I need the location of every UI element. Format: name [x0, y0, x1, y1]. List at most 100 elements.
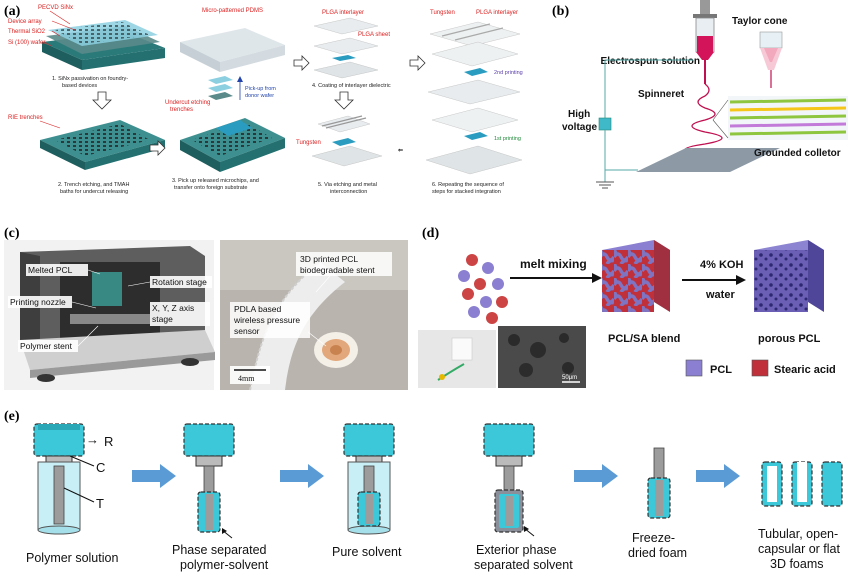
- label-rie: RIE trenches: [8, 115, 43, 121]
- label-pickup-1: Pick-up from: [245, 86, 276, 92]
- flow-arrow-2: [280, 464, 324, 488]
- label-pickup-2: donor wafer: [245, 93, 274, 99]
- legend-pcl: PCL: [710, 364, 732, 376]
- label-plga-sheet: PLGA sheet: [358, 32, 390, 38]
- label-undercut-2: trenches: [170, 107, 193, 113]
- device-stack-1: [42, 20, 165, 70]
- label-melted: Melted PCL: [28, 265, 73, 275]
- trenched-chip: [40, 120, 165, 170]
- label-undercut-1: Undercut etching: [165, 100, 210, 106]
- molecule-mix: [458, 254, 508, 324]
- panel-e: (e) → R C T Polymer solution Phase separ…: [0, 402, 850, 582]
- voltage-source: [598, 117, 612, 131]
- flow-arrow-3: [574, 464, 618, 488]
- collector-plate: [636, 148, 780, 172]
- stage-polymer-solution: [33, 423, 85, 535]
- arrow-melt: [592, 273, 602, 283]
- lifted-chip: [208, 76, 233, 100]
- label-thermal: Thermal SiO2: [8, 29, 46, 35]
- label-collector: Grounded colletor: [754, 148, 841, 159]
- caption-6-line2: capsular or flat: [758, 542, 841, 556]
- arrow-right-1: [293, 55, 310, 71]
- label-tungsten-2: Tungsten: [430, 10, 455, 16]
- label-pdla-1: PDLA based: [234, 304, 282, 314]
- step5-line2: interconnection: [330, 189, 367, 195]
- arrow-double: ⇐: [398, 148, 403, 154]
- step1-line2: based devices: [62, 83, 97, 89]
- panel-c: (c) Melted PCL Rotation stage Printing n…: [0, 222, 410, 400]
- label-nozzle: Printing nozzle: [10, 297, 66, 307]
- panel-e-label: (e): [4, 409, 20, 424]
- label-tungsten-1: Tungsten: [296, 140, 321, 146]
- step4-line1: 4. Coating of interlayer dielectric: [312, 83, 391, 89]
- arrow-koh: [736, 275, 746, 285]
- caption-1: Polymer solution: [26, 551, 118, 565]
- porous-cube: [754, 240, 824, 312]
- step1-line1: 1. SiNx passivation on foundry-: [52, 76, 128, 82]
- caption-5-line2: dried foam: [628, 546, 687, 560]
- undercut-chip: [180, 118, 285, 172]
- stage-phase-separated: [183, 423, 235, 533]
- label-device-array: Device array: [8, 19, 42, 25]
- label-si-wafer: Si (100) wafer: [8, 40, 45, 46]
- caption-6-line1: Tubular, open-: [758, 527, 838, 541]
- label-plga-interlayer-2: PLGA interlayer: [476, 10, 518, 16]
- label-spinneret: Spinneret: [638, 89, 685, 100]
- label-pdla-3: sensor: [234, 326, 260, 336]
- step3-line2: transfer onto foreign substrate: [174, 185, 247, 191]
- step6-stack: [425, 21, 523, 175]
- label-printed-1: 3D printed PCL: [300, 254, 358, 264]
- step3-line1: 3. Pick up released microchips, and: [172, 178, 259, 184]
- label-porous: porous PCL: [758, 333, 821, 345]
- blend-cube: [602, 240, 670, 312]
- step2-line2: baths for undercut releasing: [60, 189, 128, 195]
- step2-line1: 2. Trench etching, and TMAH: [58, 182, 129, 188]
- arrow-down-2: [334, 91, 354, 110]
- taylor-cone: [759, 31, 783, 88]
- label-water: water: [705, 289, 735, 301]
- label-solution: Electrospun solution: [601, 56, 700, 67]
- label-rotation: Rotation stage: [152, 277, 207, 287]
- label-plga-interlayer-1: PLGA interlayer: [322, 10, 364, 16]
- step6-line1: 6. Repeating the sequence of: [432, 182, 504, 188]
- arrow-down-1: [92, 91, 112, 110]
- stage-foams: [761, 461, 843, 507]
- label-koh: 4% KOH: [700, 259, 743, 271]
- photo-sample: [418, 330, 496, 388]
- caption-2-line2: polymer-solvent: [180, 558, 269, 572]
- step5-stack: [311, 115, 383, 167]
- legend-sa: Stearic acid: [774, 364, 836, 376]
- label-stent: Polymer stent: [20, 341, 73, 351]
- label-xyz-2: stage: [152, 314, 173, 324]
- label-blend: PCL/SA blend: [608, 333, 680, 345]
- panel-b: (b) Electrospun solution Taylor cone Spi…: [548, 0, 850, 212]
- stage-exterior-phase: [483, 423, 535, 533]
- legend-sa-swatch: [751, 359, 769, 377]
- label-printed-2: biodegradable stent: [300, 265, 375, 275]
- label-scale: 4mm: [238, 374, 255, 383]
- step4-stack: [313, 17, 379, 79]
- flow-arrow-4: [696, 464, 740, 488]
- caption-2-line1: Phase separated: [172, 543, 267, 557]
- sem-image: [498, 326, 586, 388]
- fibers: [728, 96, 848, 140]
- label-sem-scale: 50μm: [562, 375, 577, 381]
- label-melt: melt mixing: [520, 257, 587, 271]
- stage-pure-solvent: [343, 423, 395, 535]
- label-print2: 2nd printing: [494, 70, 523, 76]
- arrow-r: →: [86, 432, 99, 447]
- caption-5-line1: Freeze-: [632, 531, 675, 545]
- panel-c-label: (c): [4, 226, 20, 241]
- pdms-block: [180, 28, 285, 72]
- caption-6-line3: 3D foams: [770, 557, 824, 571]
- caption-3: Pure solvent: [332, 545, 402, 559]
- label-high: High: [568, 109, 590, 120]
- label-voltage: voltage: [562, 122, 597, 133]
- panel-d: (d) melt mixing PCL/SA blend 4% KOH wate…: [418, 222, 850, 400]
- label-pecvd: PECVD SiNx: [38, 5, 73, 11]
- flow-arrow-1: [132, 464, 176, 488]
- stage-freeze-dried: [647, 447, 671, 519]
- syringe: [693, 0, 717, 84]
- panel-d-label: (d): [422, 226, 439, 241]
- step6-line2: steps for stacked integration: [432, 189, 501, 195]
